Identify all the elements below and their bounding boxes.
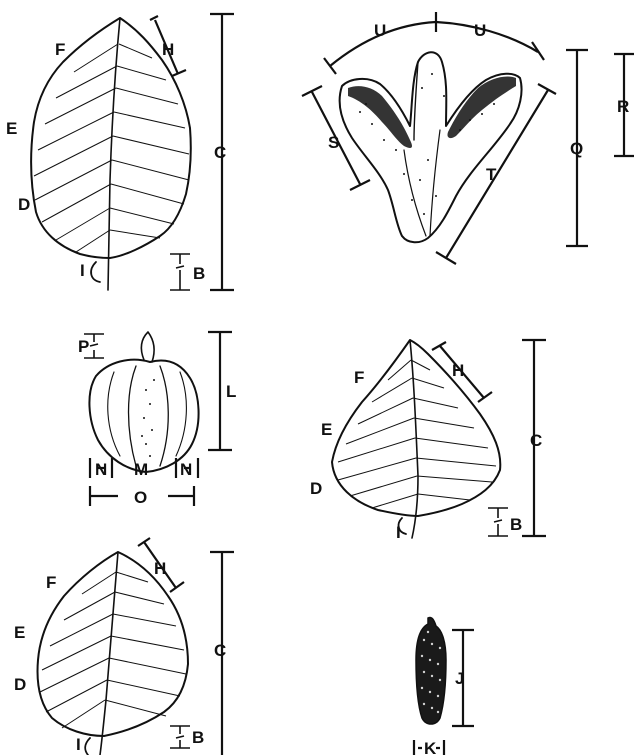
leaf-ovate-bottom: F E D I H C B bbox=[14, 538, 234, 755]
seed-stipples bbox=[141, 379, 155, 457]
label-c: C bbox=[214, 641, 226, 660]
label-t: T bbox=[486, 165, 497, 184]
label-s: S bbox=[328, 133, 339, 152]
winged-seed: P L N M N O bbox=[78, 332, 236, 507]
label-n-right: N bbox=[180, 460, 192, 479]
petiole-arrow bbox=[85, 738, 90, 755]
label-l: L bbox=[226, 382, 236, 401]
label-d: D bbox=[310, 479, 322, 498]
dimension-b bbox=[170, 254, 190, 290]
leaf-deltoid: F E D I H C B bbox=[310, 340, 546, 542]
label-b: B bbox=[510, 515, 522, 534]
label-f: F bbox=[354, 368, 364, 387]
label-p: P bbox=[78, 337, 89, 356]
label-b: B bbox=[192, 728, 204, 747]
label-k: K bbox=[424, 739, 437, 755]
scale-shading-left bbox=[348, 86, 412, 148]
label-r: R bbox=[617, 97, 629, 116]
leaf-ovate-top: F E D I H C B bbox=[6, 14, 234, 290]
label-d: D bbox=[18, 195, 30, 214]
label-n-left: N bbox=[95, 460, 107, 479]
label-i: I bbox=[396, 523, 401, 542]
label-b: B bbox=[193, 264, 205, 283]
label-u-right: U bbox=[474, 21, 486, 40]
leaf-outline bbox=[38, 552, 188, 736]
label-d: D bbox=[14, 675, 26, 694]
leaf-midrib bbox=[108, 18, 120, 290]
dimension-b bbox=[170, 726, 190, 748]
label-m: M bbox=[134, 460, 148, 479]
label-h: H bbox=[154, 559, 166, 578]
label-i: I bbox=[80, 261, 85, 280]
label-q: Q bbox=[570, 139, 583, 158]
label-j: J bbox=[455, 669, 464, 688]
label-i: I bbox=[76, 735, 81, 754]
petiole-arrow bbox=[91, 262, 100, 282]
dimension-b bbox=[488, 508, 508, 536]
label-c: C bbox=[530, 431, 542, 450]
label-u-left: U bbox=[374, 21, 386, 40]
label-c: C bbox=[214, 143, 226, 162]
label-o: O bbox=[134, 488, 147, 507]
fruit-scale: U U S T Q R bbox=[302, 12, 634, 264]
catkin: J K bbox=[414, 617, 474, 755]
label-h: H bbox=[162, 40, 174, 59]
label-f: F bbox=[55, 40, 65, 59]
label-e: E bbox=[14, 623, 25, 642]
label-f: F bbox=[46, 573, 56, 592]
leaf-midrib bbox=[100, 552, 118, 755]
label-e: E bbox=[321, 420, 332, 439]
label-h: H bbox=[452, 361, 464, 380]
dimension-u bbox=[324, 12, 544, 74]
label-e: E bbox=[6, 119, 17, 138]
seed-outline bbox=[89, 360, 198, 472]
leaf-veins bbox=[40, 572, 186, 728]
seed-beak bbox=[141, 332, 154, 362]
